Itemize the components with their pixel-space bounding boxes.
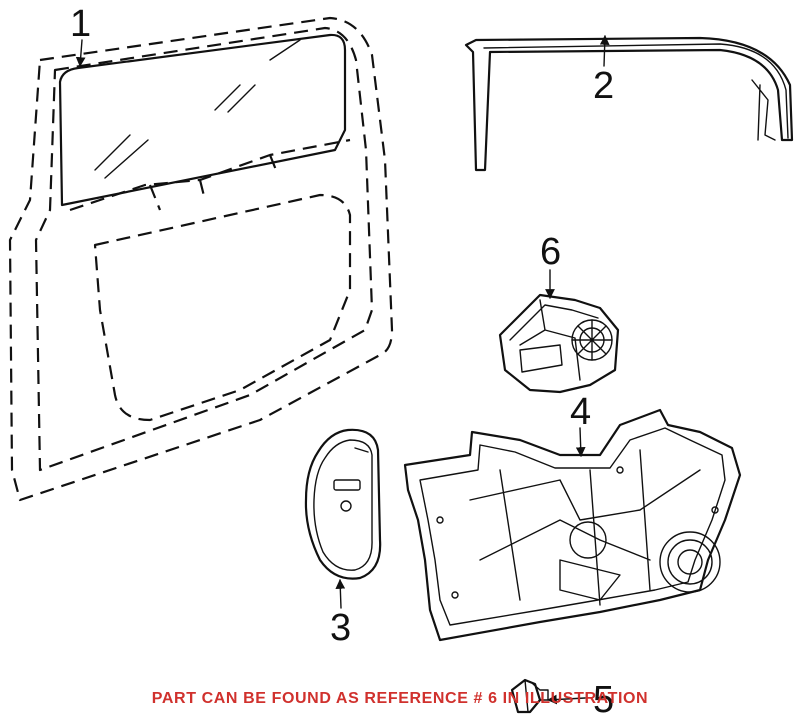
callout-4: 4 xyxy=(570,391,591,433)
door-shell xyxy=(8,16,394,502)
leader-lines xyxy=(75,35,610,705)
callout-6: 6 xyxy=(540,231,561,273)
callout-2: 2 xyxy=(593,65,614,107)
door-glass xyxy=(58,33,347,207)
callout-1: 1 xyxy=(70,3,91,45)
callout-3: 3 xyxy=(330,607,351,649)
reference-note: PART CAN BE FOUND AS REFERENCE # 6 IN IL… xyxy=(151,690,649,707)
callout-5: 5 xyxy=(593,679,614,719)
glass-run-channel xyxy=(464,36,794,172)
regulator-panel xyxy=(403,408,742,642)
clip-fastener xyxy=(510,678,549,714)
access-hole-cover xyxy=(304,428,382,580)
regulator-motor xyxy=(498,293,620,394)
